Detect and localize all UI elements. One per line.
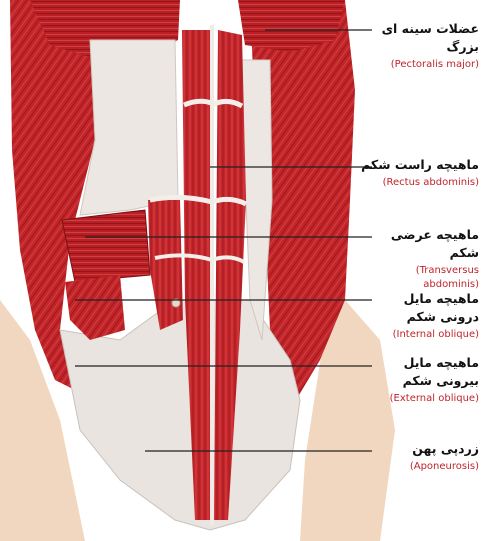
label-external-en: (External oblique)	[361, 392, 479, 406]
label-rectus-en: (Rectus abdominis)	[361, 176, 479, 190]
label-rectus-abdominis: ماهیچه راست شکم (Rectus abdominis)	[361, 156, 479, 190]
label-external-oblique: ماهیچه مایل بیرونی شکم (External oblique…	[361, 354, 479, 406]
label-pectoralis-fa: عضلات سینه ای بزرگ	[361, 20, 479, 56]
label-external-fa: ماهیچه مایل بیرونی شکم	[361, 354, 479, 390]
tendon-sheath-upper	[80, 40, 178, 215]
label-aponeurosis: زردپی پهن (Aponeurosis)	[361, 440, 479, 474]
label-internal-en: (Internal oblique)	[361, 328, 479, 342]
label-pectoralis-major: عضلات سینه ای بزرگ (Pectoralis major)	[361, 20, 479, 72]
label-transversus-en: (Transversus abdominis)	[361, 264, 479, 292]
label-internal-fa: ماهیچه مایل درونی شکم	[361, 290, 479, 326]
transversus-abdominis	[62, 210, 150, 282]
label-rectus-fa: ماهیچه راست شکم	[361, 156, 479, 174]
label-aponeurosis-en: (Aponeurosis)	[361, 460, 479, 474]
label-pectoralis-en: (Pectoralis major)	[361, 58, 479, 72]
label-transversus-abdominis: ماهیچه عرضی شکم (Transversus abdominis)	[361, 226, 479, 292]
label-transversus-fa: ماهیچه عرضی شکم	[361, 226, 479, 262]
label-aponeurosis-fa: زردپی پهن	[361, 440, 479, 458]
label-internal-oblique: ماهیچه مایل درونی شکم (Internal oblique)	[361, 290, 479, 342]
